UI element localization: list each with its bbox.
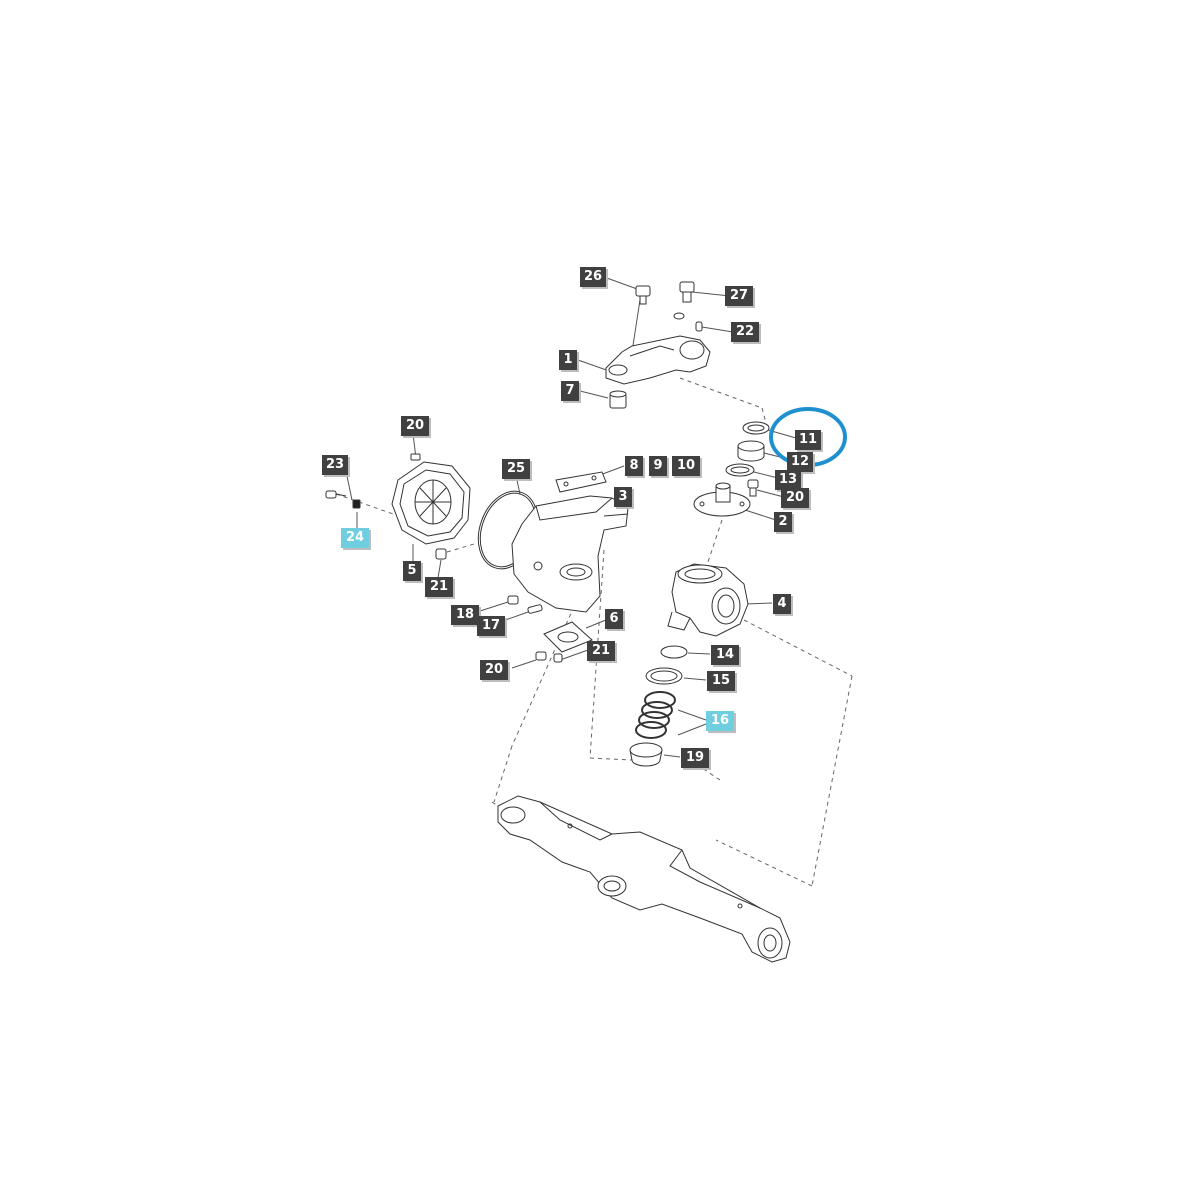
callout-14: 14 bbox=[711, 645, 739, 665]
callout-5: 5 bbox=[403, 561, 421, 581]
bolt-part-27 bbox=[674, 282, 694, 319]
bolt-part-26 bbox=[636, 286, 650, 304]
callout-11: 11 bbox=[795, 430, 821, 450]
bolt-part-20-right bbox=[748, 480, 758, 496]
seal-part-15 bbox=[646, 668, 682, 684]
callout-22: 22 bbox=[731, 322, 759, 342]
axle-housing bbox=[498, 796, 790, 962]
callout-16: 16 bbox=[706, 711, 734, 731]
callout-21-lower: 21 bbox=[587, 641, 615, 661]
callout-4: 4 bbox=[773, 594, 791, 614]
hub-cover-part-5 bbox=[392, 462, 470, 544]
callout-24: 24 bbox=[341, 528, 369, 548]
knuckle-body-part-4 bbox=[668, 564, 748, 636]
bushing-part-7 bbox=[610, 391, 626, 408]
ring-part-13 bbox=[726, 464, 754, 476]
callout-20-top: 20 bbox=[401, 416, 429, 436]
callout-25: 25 bbox=[502, 459, 530, 479]
cover-plate-part-6 bbox=[544, 622, 592, 652]
steering-arm-part-1 bbox=[606, 336, 710, 384]
callout-13: 13 bbox=[775, 470, 801, 490]
callout-12: 12 bbox=[787, 452, 813, 472]
bolt-part-23 bbox=[326, 491, 346, 498]
shims-part-16 bbox=[636, 692, 675, 738]
callout-8: 8 bbox=[625, 456, 643, 476]
callout-7: 7 bbox=[561, 381, 579, 401]
washer-part-24 bbox=[353, 500, 360, 508]
plug-part-21-lower bbox=[554, 654, 562, 662]
callout-9: 9 bbox=[649, 456, 667, 476]
callout-26: 26 bbox=[580, 267, 606, 287]
callout-27: 27 bbox=[725, 286, 753, 306]
grease-nipple-part-22 bbox=[696, 322, 702, 331]
plug-part-21-left bbox=[436, 549, 446, 559]
callout-17: 17 bbox=[477, 616, 505, 636]
callout-15: 15 bbox=[707, 671, 735, 691]
callout-20-right: 20 bbox=[781, 488, 809, 508]
seal-ring-part-11 bbox=[743, 422, 769, 434]
knuckle-housing-part-3 bbox=[512, 496, 628, 612]
callout-10: 10 bbox=[672, 456, 700, 476]
callout-1: 1 bbox=[559, 350, 577, 370]
callout-6: 6 bbox=[605, 609, 623, 629]
plate-part-8 bbox=[556, 472, 606, 492]
callout-3: 3 bbox=[614, 487, 632, 507]
nipple-part-18 bbox=[508, 596, 518, 604]
callout-23: 23 bbox=[322, 455, 348, 475]
screw-part-17 bbox=[527, 604, 542, 613]
bolt-part-20-top bbox=[411, 454, 420, 460]
bushing-part-19 bbox=[630, 743, 662, 766]
callout-20-lower: 20 bbox=[480, 660, 508, 680]
king-pin-part-2 bbox=[694, 483, 750, 516]
callout-2: 2 bbox=[774, 512, 792, 532]
bushing-part-12 bbox=[738, 441, 764, 461]
o-ring-part-14 bbox=[661, 646, 687, 658]
bolt-part-20-lower bbox=[536, 652, 546, 660]
callout-18: 18 bbox=[451, 605, 479, 625]
callout-19: 19 bbox=[681, 748, 709, 768]
callout-21-left: 21 bbox=[425, 577, 453, 597]
